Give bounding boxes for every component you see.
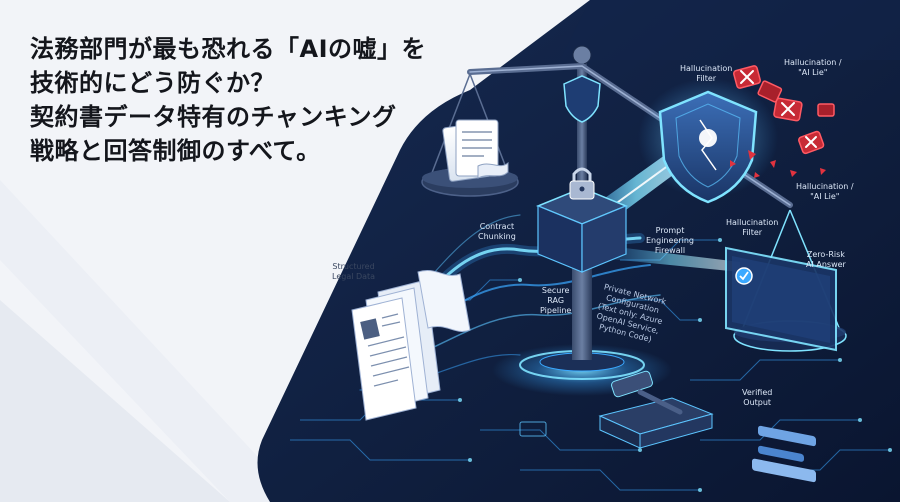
shield-icon-small <box>563 75 601 123</box>
headline-line-1: 法務部門が最も恐れる「AIの嘘」を <box>30 35 427 63</box>
headline: 法務部門が最も恐れる「AIの嘘」を 技術的にどう防ぐか？ 契約書データ特有のチャ… <box>30 32 460 168</box>
checkmark-icon <box>725 246 837 483</box>
headline-line-2: 技術的にどう防ぐか？ <box>30 69 275 97</box>
document-stack-icon <box>442 119 509 182</box>
circuit-traces <box>290 239 890 491</box>
gavel-icon <box>598 370 714 449</box>
shield-icon <box>638 78 778 204</box>
document-stack-icon-left <box>351 270 471 421</box>
padlock-icon <box>536 167 628 273</box>
headline-line-4: 戦略と回答制御のすべて。 <box>30 137 321 165</box>
label-hallucination-ai-lie-top: Hallucination /"AI Lie" <box>784 58 842 77</box>
label-hallucination-ai-lie-mid: Hallucination /"AI Lie" <box>796 182 854 201</box>
headline-line-3: 契約書データ特有のチャンキング <box>30 103 397 131</box>
